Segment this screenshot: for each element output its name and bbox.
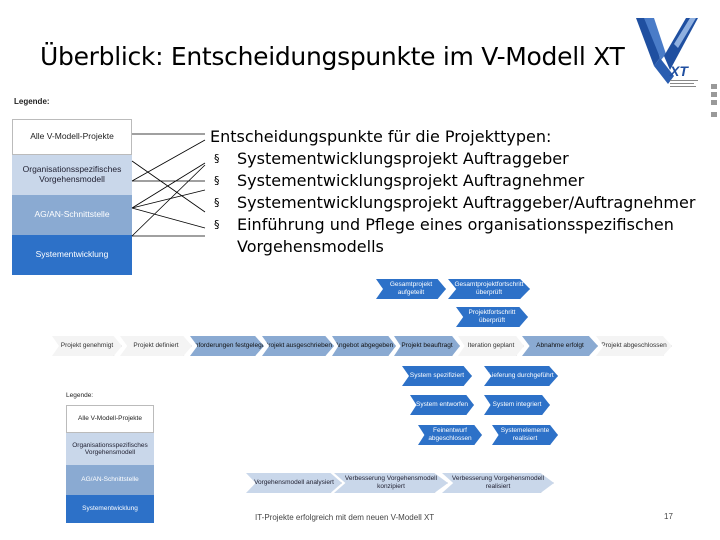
legend-top-org-model: Organisationsspezifisches Vorgehensmodel… [12, 155, 132, 195]
slide-title: Überblick: Entscheidungspunkte im V-Mode… [40, 42, 625, 71]
list-item-continuation: Vorgehensmodells [210, 236, 695, 258]
slide-footer: IT-Projekte erfolgreich mit dem neuen V-… [255, 513, 435, 522]
page-number: 17 [664, 512, 673, 521]
legend-bottom-label: Legende: [66, 392, 94, 399]
dp-verbesserung-realisiert: Verbesserung Vorgehensmodell realisiert [442, 473, 554, 493]
dp-gesamtprojekt-aufgeteilt: Gesamtprojekt aufgeteilt [376, 279, 446, 299]
list-item: § Systementwicklungsprojekt Auftraggeber [210, 148, 695, 170]
bullet-icon: § [214, 174, 220, 187]
dp-anforderungen-festgelegt: Anforderungen festgelegt [190, 336, 264, 356]
legend-bottom-system-dev: Systementwicklung [66, 495, 154, 523]
dp-projekt-definiert: Projekt definiert [120, 336, 192, 356]
dp-gesamtprojektfortschritt: Gesamtprojektfortschritt überprüft [448, 279, 530, 299]
dp-abnahme-erfolgt: Abnahme erfolgt [522, 336, 598, 356]
dp-system-entworfen: System entworfen [410, 395, 474, 415]
legend-top-label: Legende: [14, 97, 50, 106]
bullet-icon: § [214, 196, 220, 209]
bullet-icon: § [214, 218, 220, 231]
list-item: § Einführung und Pflege eines organisatio… [210, 214, 695, 236]
legend-bottom-org-model: Organisationsspezifisches Vorgehensmodel… [66, 433, 154, 465]
dp-projekt-genehmigt: Projekt genehmigt [52, 336, 122, 356]
list-item-label: Einführung und Pflege eines organisation… [237, 215, 674, 234]
dp-vorgehensmodell-analysiert: Vorgehensmodell analysiert [246, 473, 342, 493]
dp-iteration-geplant: Iteration geplant [458, 336, 524, 356]
dp-angebot-abgegeben: Angebot abgegeben [332, 336, 396, 356]
list-heading: Entscheidungspunkte für die Projekttypen… [210, 127, 552, 146]
dp-projektfortschritt: Projektfortschritt überprüft [456, 307, 528, 327]
list-item-label: Systementwicklungsprojekt Auftragnehmer [237, 171, 585, 190]
dp-system-spezifiziert: System spezifiziert [402, 366, 472, 386]
dp-projekt-abgeschlossen: Projekt abgeschlossen [596, 336, 672, 356]
dp-feinentwurf-abgeschlossen: Feinentwurf abgeschlossen [418, 425, 482, 445]
dp-projekt-ausgeschrieben: Projekt ausgeschrieben [262, 336, 334, 356]
logo-text: XT [669, 63, 689, 79]
dp-systemelemente-realisiert: Systemelemente realisiert [492, 425, 558, 445]
dp-system-integriert: System integriert [484, 395, 550, 415]
list-item-label: Vorgehensmodells [237, 237, 384, 256]
list-item-label: Systementwicklungsprojekt Auftraggeber/A… [237, 193, 696, 212]
bullet-icon: § [214, 152, 220, 165]
list-item: § Systementwicklungsprojekt Auftragnehmer [210, 170, 695, 192]
legend-top-system-dev: Systementwicklung [12, 235, 132, 275]
project-types-list: Entscheidungspunkte für die Projekttypen… [210, 126, 695, 258]
legend-top-ag-an: AG/AN-Schnittstelle [12, 195, 132, 235]
v-modell-logo: XT [636, 18, 698, 87]
dp-projekt-beauftragt: Projekt beauftragt [394, 336, 460, 356]
legend-bottom-all-projects: Alle V-Modell-Projekte [66, 405, 154, 433]
dp-verbesserung-konzipiert: Verbesserung Vorgehensmodell konzipiert [334, 473, 448, 493]
list-item: § Systementwicklungsprojekt Auftraggeber/… [210, 192, 695, 214]
legend-bottom-ag-an: AG/AN-Schnittstelle [66, 465, 154, 495]
page-edge-marks [711, 84, 717, 117]
dp-lieferung-durchgefuehrt: Lieferung durchgeführt [484, 366, 558, 386]
list-item-label: Systementwicklungsprojekt Auftraggeber [237, 149, 569, 168]
legend-top-all-projects: Alle V-Modell-Projekte [12, 119, 132, 155]
